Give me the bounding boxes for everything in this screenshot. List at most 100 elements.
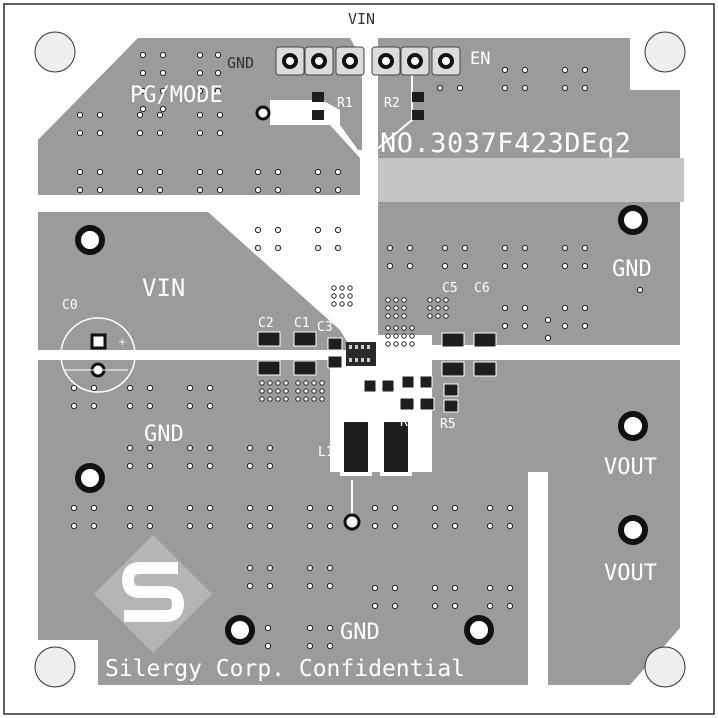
label-c2: C2 — [258, 316, 274, 331]
via — [385, 325, 391, 331]
via — [156, 186, 164, 194]
via — [126, 402, 134, 410]
via — [246, 504, 254, 512]
via — [76, 168, 84, 176]
via — [214, 87, 222, 95]
via — [486, 602, 494, 610]
via — [90, 504, 98, 512]
via — [391, 584, 399, 592]
via — [126, 522, 134, 530]
via — [159, 69, 167, 77]
via — [393, 325, 399, 331]
via — [506, 584, 514, 592]
via — [326, 504, 334, 512]
via — [156, 168, 164, 176]
silergy-s-logo-icon — [94, 535, 212, 653]
via — [283, 396, 289, 402]
via — [266, 462, 274, 470]
via — [196, 129, 204, 137]
header-label-vin: VIN — [348, 10, 375, 28]
via — [266, 522, 274, 530]
via — [451, 504, 459, 512]
via — [501, 322, 509, 330]
label-r1: R1 — [337, 96, 353, 111]
copper-pour-vout — [432, 360, 680, 685]
copper-pour-vin — [38, 212, 352, 350]
via — [331, 293, 337, 299]
via — [136, 168, 144, 176]
net-label-vin: VIN — [142, 274, 185, 302]
label-r2: R2 — [384, 96, 400, 111]
via — [259, 380, 265, 386]
via — [561, 304, 569, 312]
via — [186, 444, 194, 452]
via — [70, 402, 78, 410]
via — [206, 522, 214, 530]
via — [216, 129, 224, 137]
via — [70, 522, 78, 530]
via — [501, 84, 509, 92]
label-c0: C0 — [62, 298, 78, 313]
via — [486, 584, 494, 592]
via — [435, 297, 441, 303]
via — [146, 504, 154, 512]
via — [401, 325, 407, 331]
via — [347, 301, 353, 307]
via — [435, 313, 441, 319]
via — [435, 305, 441, 311]
via-array — [70, 51, 644, 650]
via — [274, 244, 282, 252]
via — [371, 584, 379, 592]
via — [581, 304, 589, 312]
via — [206, 462, 214, 470]
copper-pour-top-left-main — [38, 38, 356, 195]
via — [461, 244, 469, 252]
via — [76, 186, 84, 194]
via — [214, 51, 222, 59]
via — [326, 582, 334, 590]
via — [274, 168, 282, 176]
via — [254, 244, 262, 252]
net-label-gnd-left: GND — [144, 422, 184, 447]
via — [334, 168, 342, 176]
via — [451, 522, 459, 530]
via — [314, 226, 322, 234]
capacitor-row — [257, 331, 497, 377]
via — [371, 602, 379, 610]
via — [385, 333, 391, 339]
via — [306, 564, 314, 572]
via — [427, 313, 433, 319]
via — [561, 322, 569, 330]
via — [431, 522, 439, 530]
via — [159, 51, 167, 59]
inductor-l1 — [340, 418, 372, 476]
via — [311, 396, 317, 402]
via — [401, 333, 407, 339]
via — [186, 522, 194, 530]
test-point-small[interactable] — [255, 105, 361, 531]
via — [246, 522, 254, 530]
svg-text:+: + — [118, 337, 126, 348]
via — [311, 388, 317, 394]
via — [70, 384, 78, 392]
via — [331, 285, 337, 291]
via — [139, 51, 147, 59]
via — [339, 293, 345, 299]
via — [581, 262, 589, 270]
resistor-r1 — [312, 92, 324, 120]
test-point-icon[interactable] — [75, 205, 648, 645]
via — [196, 111, 204, 119]
via — [371, 522, 379, 530]
via — [126, 504, 134, 512]
via — [506, 522, 514, 530]
via — [314, 168, 322, 176]
via — [347, 285, 353, 291]
via — [266, 504, 274, 512]
via — [216, 168, 224, 176]
via — [159, 87, 167, 95]
via — [326, 642, 334, 650]
via — [146, 402, 154, 410]
via — [274, 226, 282, 234]
mounting-hole-icon — [34, 31, 686, 688]
via — [156, 129, 164, 137]
